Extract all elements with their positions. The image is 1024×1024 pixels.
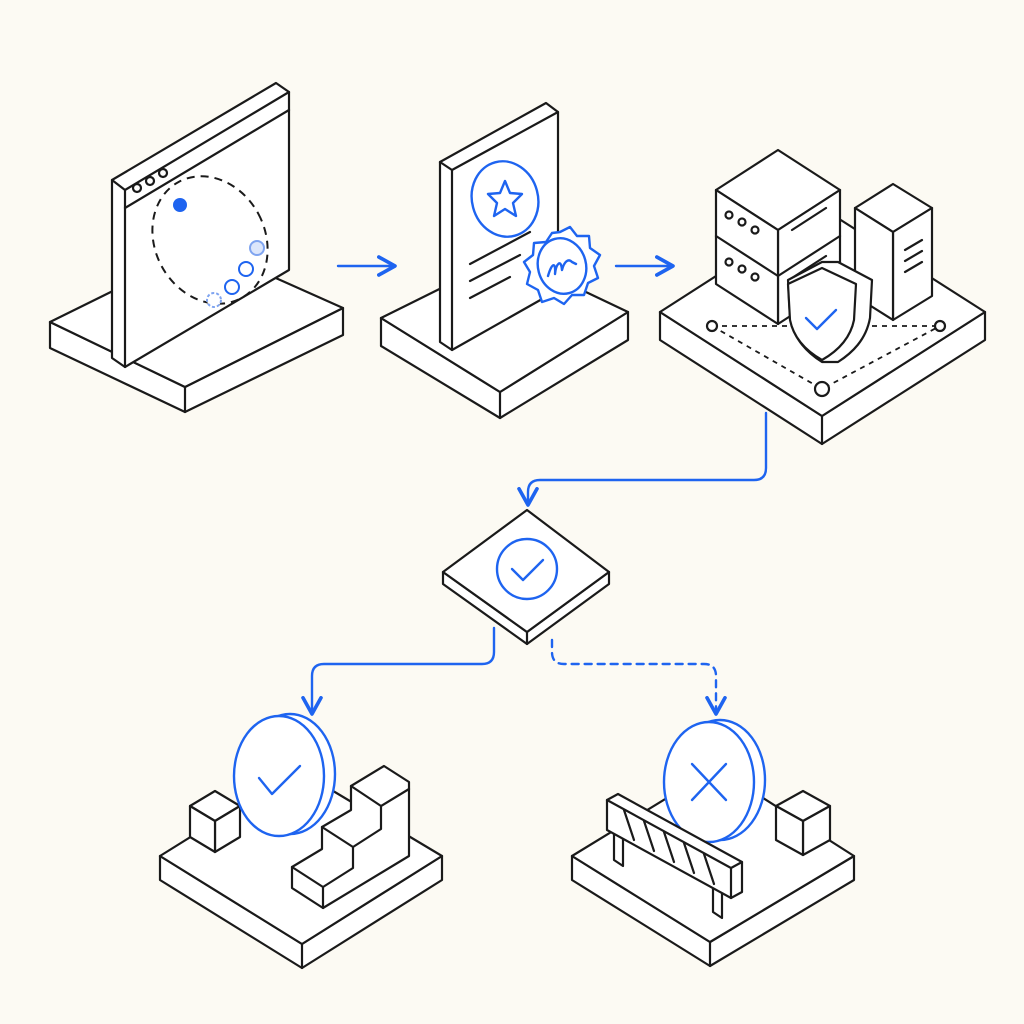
tall-server-icon — [853, 182, 934, 322]
blocked-path-node — [570, 718, 856, 968]
window-dot-icon — [157, 167, 169, 179]
server-stack-node — [658, 148, 987, 446]
browser-window — [110, 81, 291, 369]
window-dot-icon — [131, 182, 143, 194]
small-cube-icon — [188, 789, 242, 854]
road-barrier-icon — [605, 792, 744, 920]
browser-window-node — [48, 81, 345, 414]
check-coin-icon — [232, 712, 337, 838]
stairs-icon — [290, 764, 411, 910]
decision-node — [441, 508, 611, 646]
x-coin-icon — [662, 718, 767, 844]
certificate-node — [379, 101, 630, 420]
star-badge-icon — [470, 160, 540, 238]
small-cube-icon — [774, 789, 832, 857]
shield-check-icon — [786, 260, 874, 364]
check-circle-icon — [495, 537, 559, 601]
connector-decision-to-success — [301, 626, 496, 716]
connector-servers-to-decision — [517, 411, 768, 507]
certificate — [438, 101, 602, 352]
success-path-node — [158, 712, 444, 970]
signature-seal-icon — [522, 225, 602, 306]
window-dot-icon — [144, 175, 156, 187]
loading-spinner-icon — [151, 175, 269, 308]
connector-decision-to-blocked — [550, 638, 727, 716]
